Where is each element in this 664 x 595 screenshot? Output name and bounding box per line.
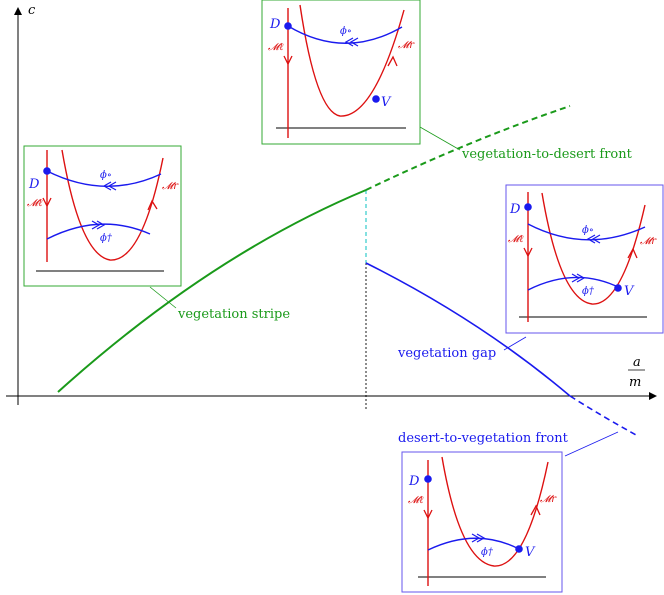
x-axis-label-den: m: [629, 375, 641, 390]
inset3-V-point: [614, 284, 622, 292]
inset1-left-arrow: [42, 197, 52, 208]
stripe-label-leader: [149, 286, 177, 309]
inset1-phi-dag-arrow: [91, 220, 106, 230]
inset-vegetation-gap: D V 𝓜ℓ 𝓜r ϕ∘ ϕ†: [505, 184, 664, 334]
inset2-right-arrow: [387, 55, 398, 67]
inset3-right-arrow: [627, 247, 638, 259]
inset4-phi-dag-label: ϕ†: [481, 547, 494, 558]
desert-to-veg-leader: [564, 431, 619, 457]
inset1-phi-dag-orbit: [46, 223, 151, 240]
inset3-phi-o-orbit: [527, 223, 646, 241]
inset4-M-left-label: 𝓜ℓ: [408, 495, 423, 506]
veg-to-desert-leader: [419, 126, 461, 151]
inset3-left-arrow: [523, 247, 533, 258]
gap-label-leader: [503, 336, 527, 351]
inset-veg-to-desert: D V 𝓜ℓ 𝓜r ϕ∘: [261, 0, 421, 145]
inset1-D-point: [43, 167, 51, 175]
inset2-M-left-label: 𝓜ℓ: [268, 42, 283, 53]
vegetation-stripe-curve: [57, 189, 367, 393]
inset4-right-arrow: [530, 504, 541, 516]
y-axis-label: c: [28, 3, 36, 18]
desert-to-veg-front-curve: [569, 395, 639, 437]
inset1-right-manifold: [61, 149, 164, 261]
inset3-phi-dag-orbit: [527, 276, 621, 291]
inset1-D-label: D: [28, 177, 40, 192]
inset3-M-left-label: 𝓜ℓ: [508, 234, 523, 245]
inset3-M-right-label: 𝓜r: [640, 236, 657, 247]
inset4-V-label: V: [525, 545, 536, 560]
inset4-V-point: [515, 545, 523, 553]
inset2-D-label: D: [269, 17, 281, 32]
inset3-D-label: D: [509, 202, 521, 217]
desert-to-veg-label: desert-to-vegetation front: [398, 431, 569, 446]
inset1-phi-o-arrow: [102, 181, 117, 191]
inset1-phi-o-label: ϕ∘: [100, 170, 112, 181]
inset1-M-right-label: 𝓜r: [162, 181, 179, 192]
inset3-V-label: V: [624, 284, 635, 299]
vegetation-gap-label: vegetation gap: [397, 346, 496, 361]
inset1-right-arrow: [147, 199, 158, 211]
x-axis-label-num: a: [633, 355, 641, 370]
inset4-D-label: D: [408, 474, 420, 489]
inset3-phi-dag-arrow: [571, 273, 586, 283]
inset3-phi-dag-label: ϕ†: [582, 286, 595, 297]
inset2-D-point: [284, 22, 292, 30]
inset1-M-left-label: 𝓜ℓ: [27, 198, 42, 209]
inset2-phi-o-orbit: [287, 25, 403, 44]
vegetation-stripe-label: vegetation stripe: [177, 307, 290, 322]
inset4-left-arrow: [423, 509, 433, 520]
inset2-phi-o-arrow: [344, 37, 359, 47]
inset2-phi-o-label: ϕ∘: [340, 26, 352, 37]
inset3-D-point: [524, 203, 532, 211]
inset4-phi-dag-arrow: [471, 533, 486, 543]
inset2-V-point: [372, 95, 380, 103]
vegetation-gap-curve: [365, 262, 571, 397]
inset-vegetation-stripe: D 𝓜ℓ 𝓜r ϕ∘ ϕ†: [23, 145, 182, 287]
inset4-right-manifold: [441, 456, 549, 567]
veg-to-desert-label: vegetation-to-desert front: [461, 147, 633, 162]
inset4-phi-dag-orbit: [427, 537, 520, 551]
inset-desert-to-veg: D V 𝓜ℓ 𝓜r ϕ†: [401, 451, 563, 593]
inset1-phi-dag-label: ϕ†: [100, 233, 113, 244]
inset2-left-arrow: [283, 55, 293, 66]
inset2-V-label: V: [381, 95, 392, 110]
inset4-D-point: [424, 475, 432, 483]
inset4-M-right-label: 𝓜r: [540, 494, 557, 505]
inset3-phi-o-arrow: [586, 234, 601, 244]
veg-to-desert-front-curve: [365, 105, 571, 191]
inset2-right-manifold: [299, 4, 405, 117]
inset3-phi-o-label: ϕ∘: [582, 225, 594, 236]
inset2-M-right-label: 𝓜r: [398, 40, 415, 51]
inset3-right-manifold: [541, 192, 646, 305]
